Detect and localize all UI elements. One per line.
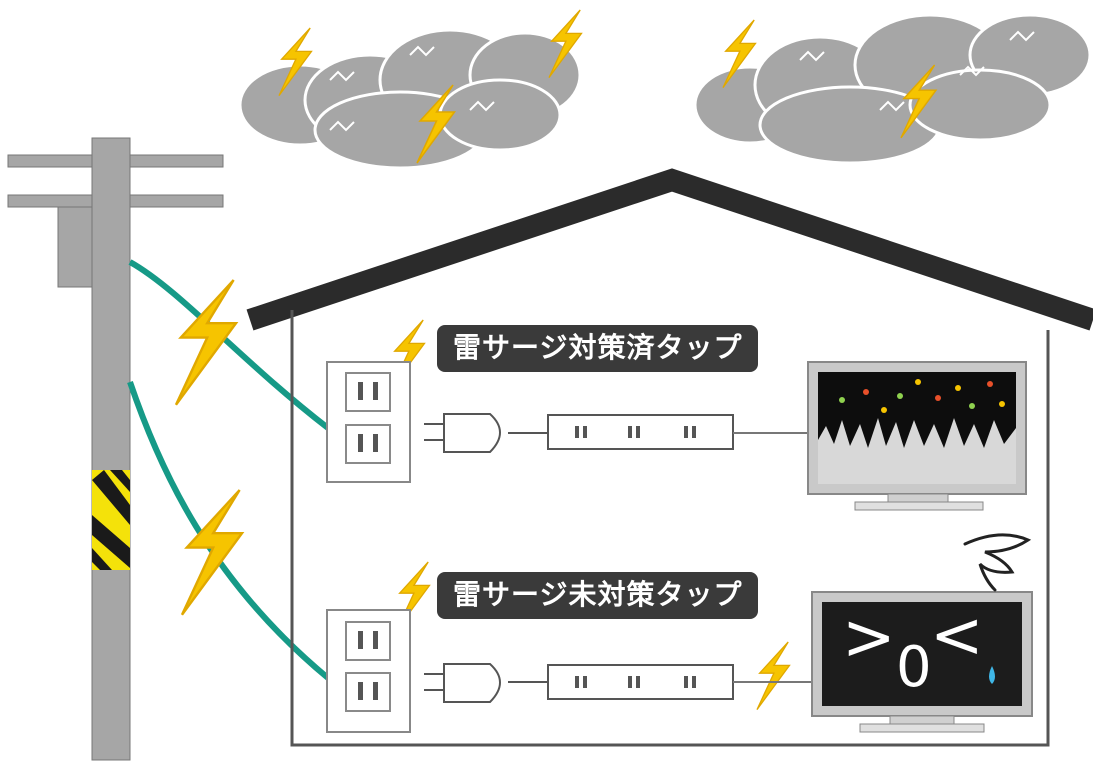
tv-face-left-eye: > [842,601,896,675]
damaged-television-icon [811,591,1033,733]
cloud-scribbles [329,30,1035,132]
tv-face-mouth: 0 [896,635,932,700]
tv-face-right-eye: < [930,599,984,673]
power-strip-icon [547,664,812,700]
plug-icon [424,663,548,703]
storm-cloud-left-icon [238,28,582,170]
unprotected-tap-label: 雷サージ未対策タップ [437,572,759,619]
power-strip-icon [547,414,810,450]
working-television-icon [807,361,1027,511]
wall-outlet-icon [326,361,411,483]
dizzy-swirl-icon [963,533,1032,592]
plug-icon [424,413,548,453]
house [246,168,1093,747]
protected-tap-label: 雷サージ対策済タップ [437,325,759,372]
utility-pole-icon [7,137,224,761]
wall-outlet-icon [326,609,411,733]
storm-cloud-right-icon [693,13,1092,165]
